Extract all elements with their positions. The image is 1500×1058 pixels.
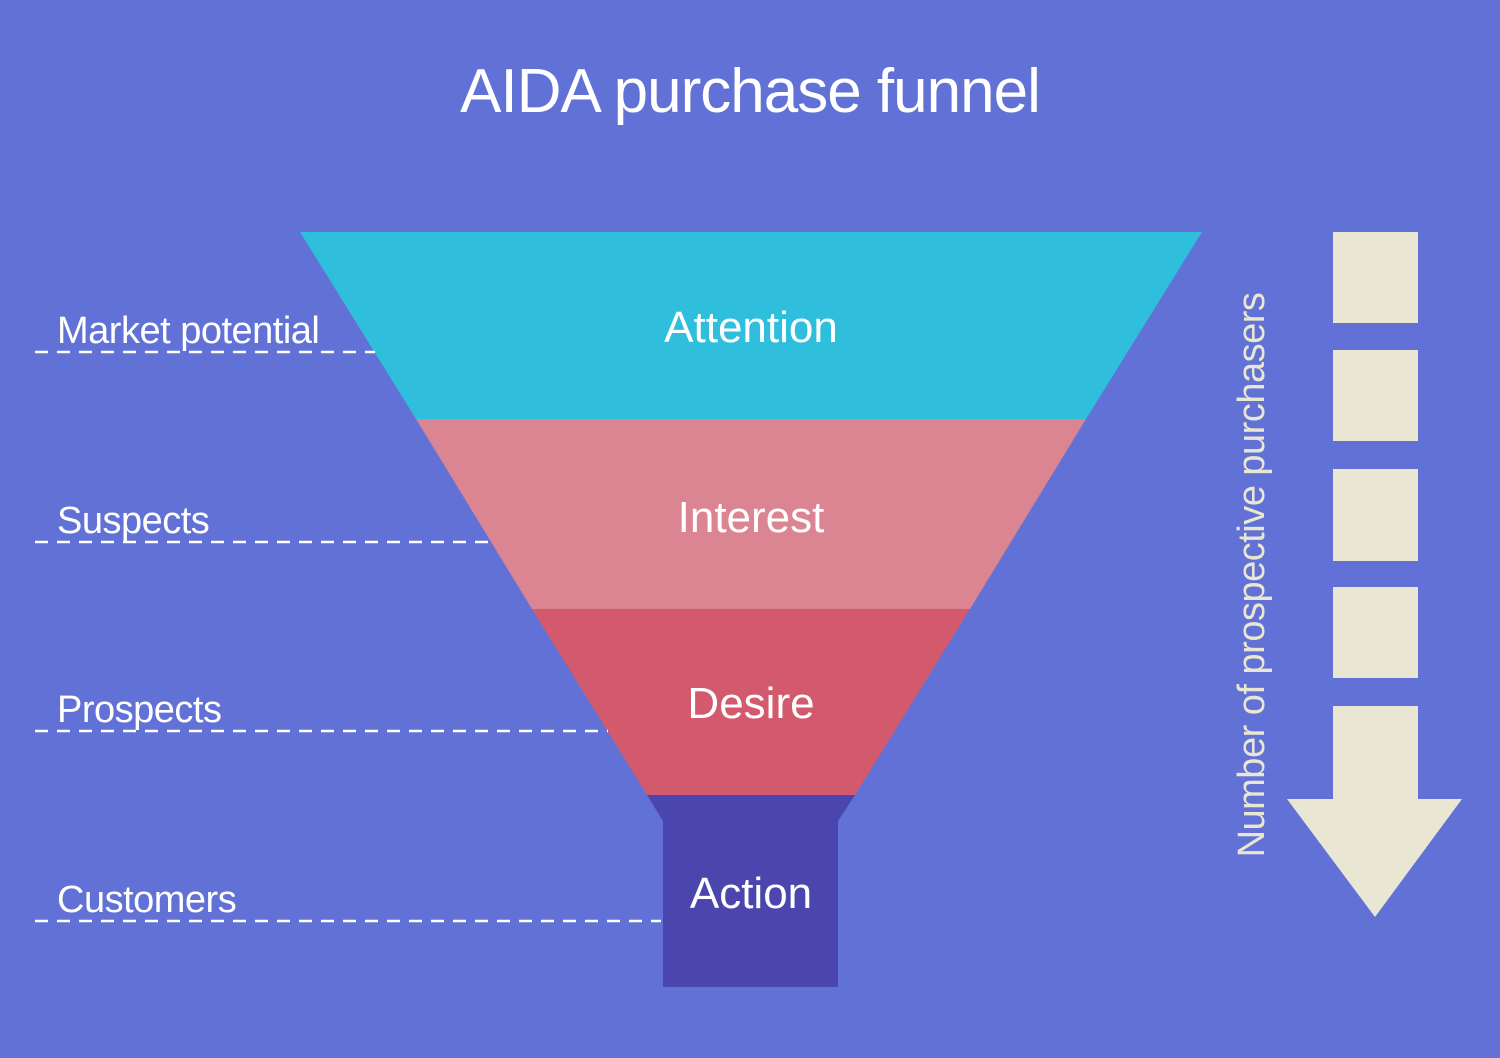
stage-guide-customers: Customers	[35, 879, 661, 923]
stage-guide-label: Market potential	[57, 310, 319, 352]
arrow-segment-1	[1333, 232, 1418, 323]
stage-guide-label: Customers	[57, 879, 236, 921]
arrow-segment-4	[1333, 587, 1418, 678]
funnel-label-desire: Desire	[687, 679, 814, 728]
stage-guide-suspects: Suspects	[35, 500, 491, 544]
arrow-head	[1287, 706, 1462, 917]
funnel-section-interest	[416, 419, 1086, 609]
diagram-title: AIDA purchase funnel	[460, 57, 1040, 126]
funnel-label-attention: Attention	[664, 303, 838, 352]
arrow-segment-3	[1333, 469, 1418, 561]
funnel-section-action	[647, 795, 855, 987]
funnel-section-attention	[300, 232, 1202, 419]
funnel-section-desire	[532, 609, 970, 795]
down-arrow-icon	[1287, 232, 1462, 917]
arrow-segment-2	[1333, 350, 1418, 441]
stage-guide-prospects: Prospects	[35, 689, 608, 733]
funnel-label-interest: Interest	[678, 493, 825, 542]
right-axis-label: Number of prospective purchasers	[1231, 293, 1273, 858]
funnel-label-action: Action	[690, 869, 812, 918]
stage-guide-label: Suspects	[57, 500, 209, 542]
stage-guide-market-potential: Market potential	[35, 310, 375, 354]
stage-guide-label: Prospects	[57, 689, 221, 731]
